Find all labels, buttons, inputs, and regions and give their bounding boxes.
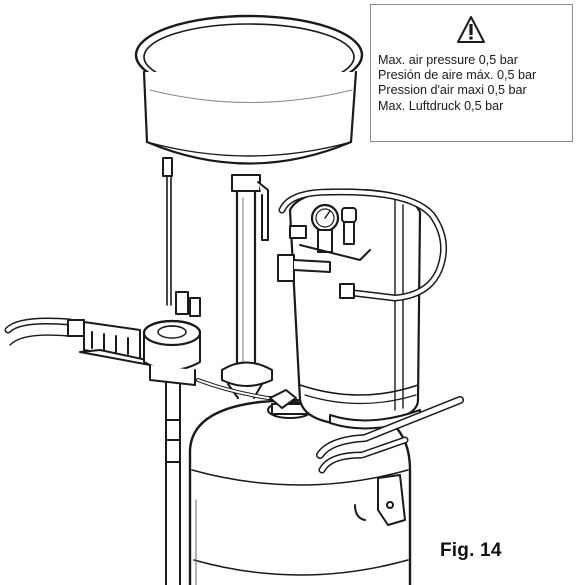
center-column [221,174,273,399]
figure-label: Fig. 14 [440,540,502,561]
hose-assembly [4,317,171,366]
warning-line-es: Presión de aire máx. 0,5 bar [378,68,537,83]
funnel-bowl [134,14,364,165]
warning-line-de: Max. Luftdruck 0,5 bar [378,98,504,113]
drain-rod [162,157,173,306]
flow-meter [142,291,202,371]
pressure-gauge [277,203,371,282]
warning-line-en: Max. air pressure 0,5 bar [378,53,518,67]
warning-panel: Max. air pressure 0,5 bar Presión de air… [370,4,573,142]
trolley-handle [316,396,464,526]
connecting-hose [196,378,297,409]
support-rod [149,364,196,585]
warning-line-fr: Pression d'air maxi 0,5 bar [378,83,527,98]
warning-text: Max. air pressure 0,5 bar Presión de air… [378,53,536,114]
warning-triangle-icon [457,16,485,43]
handle-tube [278,188,448,302]
